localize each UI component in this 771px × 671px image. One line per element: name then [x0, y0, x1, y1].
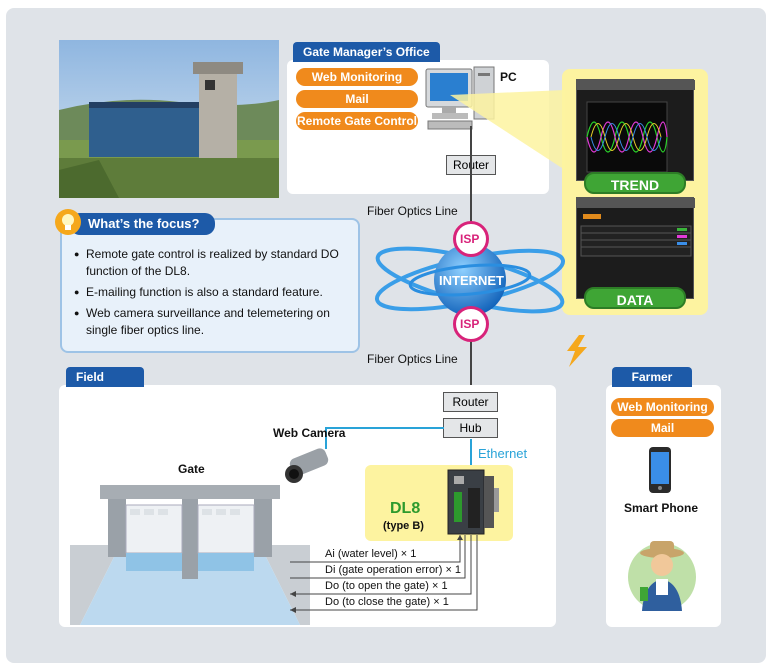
trend-waveform: [577, 80, 695, 173]
ethernet-cable-camera: [325, 427, 444, 429]
gate-label: Gate: [178, 462, 205, 476]
gate-photo: [59, 40, 279, 198]
data-screen: [576, 197, 695, 299]
pc-label: PC: [500, 70, 517, 84]
field-hub: Hub: [443, 418, 498, 438]
field-router: Router: [443, 392, 498, 412]
office-pill-web-monitoring: Web Monitoring: [296, 68, 418, 86]
internet-globe-icon: [374, 244, 566, 316]
isp-top-label: ISP: [460, 232, 480, 246]
lightbulb-icon: [55, 209, 81, 235]
focus-list: Remote gate control is realized by stand…: [74, 246, 354, 343]
signal-ai-water-level: Ai (water level) × 1: [325, 548, 417, 560]
fiber-top-label: Fiber Optics Line: [367, 204, 458, 218]
screen-pointer: [450, 90, 565, 170]
web-camera-label: Web Camera: [273, 426, 346, 440]
focus-box: Remote gate control is realized by stand…: [60, 218, 360, 353]
smart-phone-label: Smart Phone: [624, 501, 699, 515]
fiber-bottom-label: Fiber Optics Line: [367, 352, 458, 366]
data-table: [577, 198, 695, 257]
farmer-tab: Farmer: [612, 367, 692, 387]
signal-di-gate-error: Di (gate operation error) × 1: [325, 564, 462, 576]
focus-item-2: E-mailing function is also a standard fe…: [74, 284, 354, 301]
farmer-pill-web-monitoring: Web Monitoring: [611, 398, 714, 416]
isp-top-node: [453, 221, 489, 257]
dl8-type-label: (type B): [383, 520, 424, 532]
signal-do-close-gate: Do (to close the gate) × 1: [325, 596, 449, 608]
focus-item-3: Web camera surveillance and telemetering…: [74, 305, 354, 339]
farmer-avatar: [628, 541, 696, 611]
office-pill-remote-gate-control: Remote Gate Control: [296, 112, 418, 130]
dl8-label: DL8: [390, 500, 421, 517]
smart-phone-icon: [649, 447, 671, 493]
focus-title: What’s the focus?: [88, 216, 200, 231]
focus-title-bar: [70, 213, 215, 235]
signal-lines: [290, 535, 478, 613]
internet-label: INTERNET: [439, 273, 504, 288]
field-tab: Field: [66, 367, 144, 387]
gate-illustration: [70, 485, 310, 625]
farmer-pill-mail: Mail: [611, 419, 714, 437]
ethernet-label: Ethernet: [478, 446, 528, 461]
dl8-device-icon: [447, 469, 499, 535]
data-label: DATA: [584, 287, 686, 309]
ethernet-cable-camera-drop: [325, 427, 327, 449]
ethernet-cable-dl8: [470, 439, 472, 469]
office-pill-mail: Mail: [296, 90, 418, 108]
isp-bottom-node: [453, 306, 489, 342]
office-tab: Gate Manager’s Office: [293, 42, 440, 62]
focus-item-1: Remote gate control is realized by stand…: [74, 246, 354, 280]
trend-label: TREND: [584, 172, 686, 194]
isp-bottom-label: ISP: [460, 317, 480, 331]
signal-do-open-gate: Do (to open the gate) × 1: [325, 580, 448, 592]
trend-screen: [576, 79, 695, 181]
lightning-icon: [567, 335, 587, 367]
web-camera-icon: [285, 448, 329, 483]
